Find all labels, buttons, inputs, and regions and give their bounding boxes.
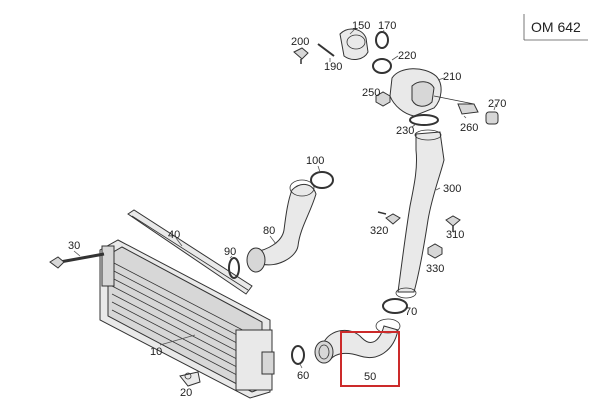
callout-30: 30 (68, 240, 80, 252)
callout-250: 250 (362, 87, 380, 99)
callout-90: 90 (224, 246, 236, 258)
callout-260: 260 (460, 122, 478, 134)
elbow-150 (339, 28, 369, 60)
intercooler (99, 239, 275, 399)
o-ring-170 (375, 31, 389, 49)
callout-300: 300 (443, 183, 461, 195)
screw-200 (293, 47, 309, 64)
o-ring-60 (291, 345, 305, 365)
upper-charge-air-hose (246, 179, 317, 273)
nut-330 (427, 243, 443, 259)
callout-60: 60 (297, 370, 309, 382)
callout-150: 150 (352, 20, 370, 32)
hose-clamp-lower (314, 340, 334, 364)
o-ring-70 (382, 298, 408, 314)
callout-330: 330 (426, 263, 444, 275)
o-ring-100 (310, 171, 334, 189)
bracket-260 (457, 103, 479, 115)
seal-strip (127, 209, 253, 295)
callout-320: 320 (370, 225, 388, 237)
highlight-frame (340, 331, 400, 387)
callout-70: 70 (405, 306, 417, 318)
o-ring-220 (372, 58, 392, 74)
o-ring-90 (228, 257, 240, 279)
engine-code-label: OM 642 (531, 19, 581, 35)
screw-310 (445, 215, 461, 232)
charge-air-pipe (395, 129, 445, 299)
air-housing-210 (389, 68, 475, 117)
bracket-clip (179, 371, 201, 387)
callout-190: 190 (324, 61, 342, 73)
callout-20: 20 (180, 387, 192, 399)
callout-270: 270 (488, 98, 506, 110)
engine-code-box: OM 642 (523, 14, 588, 41)
lower-charge-air-hose (323, 318, 401, 362)
callout-40: 40 (168, 229, 180, 241)
pin-190 (317, 43, 335, 57)
callout-220: 220 (398, 50, 416, 62)
callout-80: 80 (263, 225, 275, 237)
screw-320 (377, 211, 401, 225)
nut-250 (375, 91, 391, 107)
bolt (49, 252, 105, 269)
callout-100: 100 (306, 155, 324, 167)
callout-210: 210 (443, 71, 461, 83)
o-ring-230 (409, 114, 439, 126)
callout-310: 310 (446, 229, 464, 241)
plug-270 (485, 111, 499, 125)
callout-200: 200 (291, 36, 309, 48)
callout-230: 230 (396, 125, 414, 137)
callout-10: 10 (150, 346, 162, 358)
callout-50: 50 (364, 371, 376, 383)
callout-170: 170 (378, 20, 396, 32)
